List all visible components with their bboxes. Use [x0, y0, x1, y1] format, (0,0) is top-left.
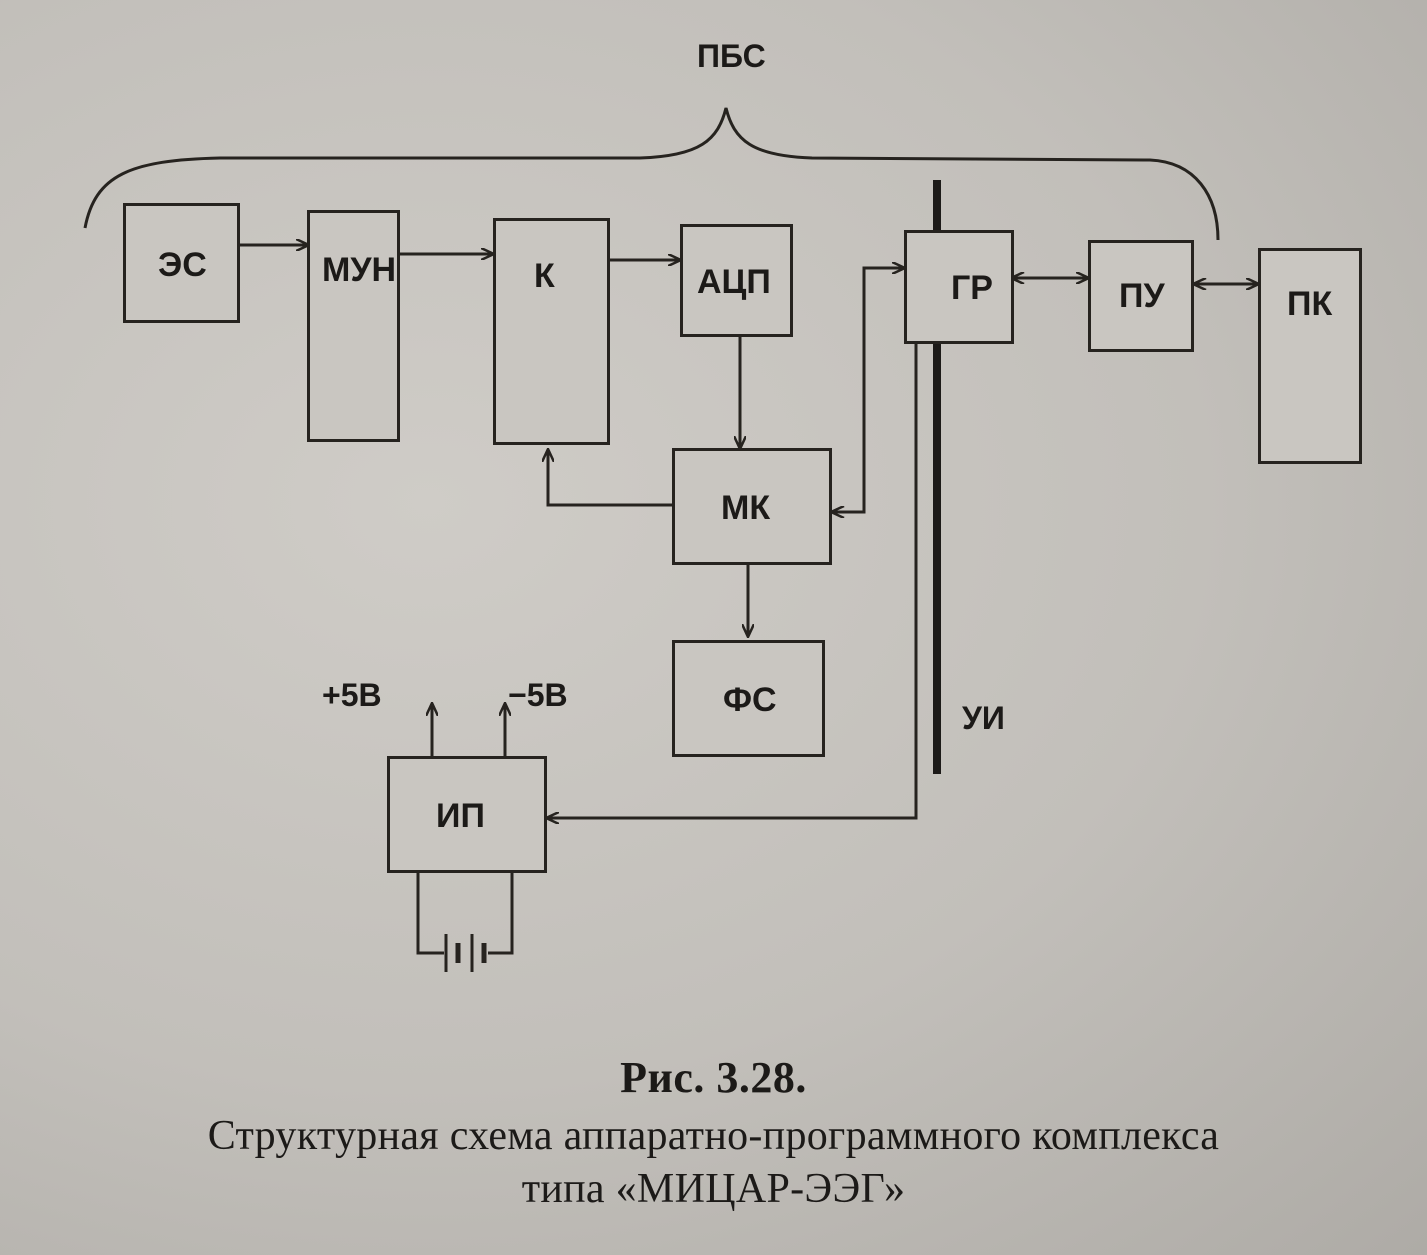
- bus-label: УИ: [962, 700, 1005, 736]
- block-k: К: [493, 218, 610, 445]
- figure-caption-line-1: Структурная схема аппаратно-программного…: [207, 1113, 1220, 1159]
- supply-plus-label: +5В: [322, 677, 382, 713]
- block-acp-label: АЦП: [697, 263, 771, 301]
- block-mun-label: МУН: [322, 251, 397, 289]
- block-gr-label: ГР: [951, 269, 993, 307]
- block-fs-label: ФС: [723, 681, 777, 719]
- supply-minus-label: −5В: [508, 677, 568, 713]
- block-ip-label: ИП: [436, 797, 485, 835]
- arrow-gr-mk: [832, 268, 904, 512]
- block-k-label: К: [534, 257, 555, 295]
- block-gr: ГР: [904, 230, 1014, 344]
- block-acp: АЦП: [680, 224, 793, 337]
- block-mk: МК: [672, 448, 832, 565]
- block-pk: ПК: [1258, 248, 1362, 464]
- block-mk-label: МК: [721, 489, 771, 527]
- block-es-label: ЭС: [158, 246, 207, 284]
- block-pu-label: ПУ: [1119, 277, 1165, 315]
- group-brace: [83, 107, 1220, 241]
- block-pu: ПУ: [1088, 240, 1194, 352]
- group-label: ПБС: [697, 38, 766, 74]
- block-fs: ФС: [672, 640, 825, 757]
- arrow-mk-k: [548, 450, 672, 507]
- arrow-gr-ip: [547, 344, 918, 818]
- figure-caption-line-2: типа «МИЦАР-ЭЭГ»: [521, 1166, 906, 1212]
- block-ip: ИП: [387, 756, 547, 873]
- block-es: ЭС: [123, 203, 240, 323]
- figure-number: Рис. 3.28.: [620, 1053, 807, 1102]
- block-mun: МУН: [307, 210, 400, 442]
- block-pk-label: ПК: [1287, 285, 1333, 323]
- battery-icon: [416, 873, 514, 972]
